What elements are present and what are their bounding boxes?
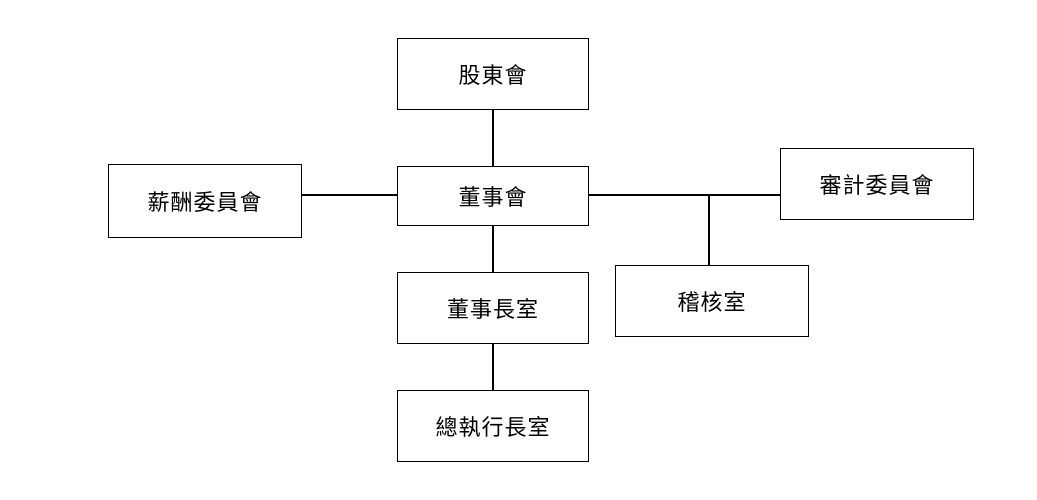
connector-compensation-board [302,194,397,196]
node-audit-committee: 審計委員會 [780,148,974,220]
node-label: 稽核室 [677,291,747,316]
node-label: 薪酬委員會 [147,191,263,216]
connector-chairman-ceo [492,344,494,390]
node-board: 董事會 [397,166,589,226]
node-label: 董事會 [458,186,528,211]
node-internal-audit: 稽核室 [615,265,809,337]
node-ceo-office: 總執行長室 [397,390,589,462]
node-label: 董事長室 [446,298,539,323]
connector-internal-audit [708,194,710,265]
node-label: 審計委員會 [819,174,935,199]
node-shareholders: 股東會 [397,38,589,110]
node-compensation-committee: 薪酬委員會 [108,164,302,238]
node-chairman-office: 董事長室 [397,272,589,344]
connector-board-audit [589,194,780,196]
node-label: 股東會 [458,64,528,89]
node-label: 總執行長室 [435,416,551,441]
connector-board-chairman [492,226,494,272]
connector-shareholders-board [492,110,494,166]
